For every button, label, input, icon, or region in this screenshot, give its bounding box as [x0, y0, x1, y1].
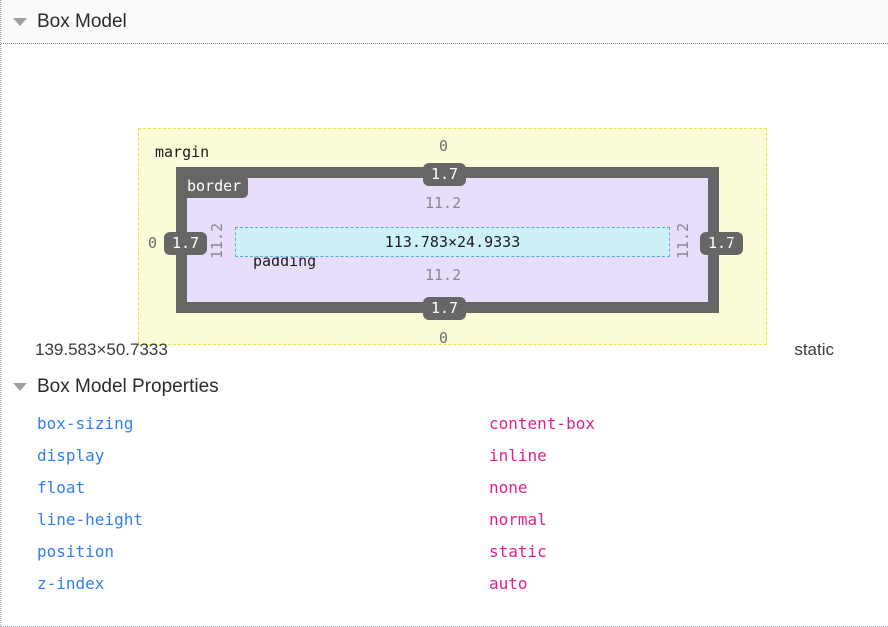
property-value[interactable]: auto [489, 573, 528, 593]
triangle-down-icon[interactable] [13, 383, 27, 391]
property-name: line-height [37, 509, 143, 529]
margin-top-value[interactable]: 0 [439, 137, 449, 155]
border-right-value[interactable]: 1.7 [700, 232, 744, 255]
margin-bottom-value[interactable]: 0 [439, 329, 449, 347]
border-left-value[interactable]: 1.7 [164, 232, 208, 255]
element-position-label: static [794, 340, 834, 359]
margin-layer-label: margin [155, 143, 210, 161]
property-value[interactable]: none [489, 477, 528, 497]
content-region[interactable]: 113.783×24.9333 [235, 227, 670, 257]
box-model-diagram: margin padding 113.783×24.9333 border 0 … [1, 44, 888, 347]
properties-list: box-sizing content-box display inline fl… [1, 403, 888, 599]
properties-section-title: Box Model Properties [37, 376, 219, 397]
triangle-down-icon[interactable] [13, 17, 27, 26]
property-name: box-sizing [37, 413, 134, 433]
padding-top-value[interactable]: 11.2 [425, 194, 462, 212]
table-row[interactable]: box-sizing content-box [1, 407, 888, 439]
box-model-section-header[interactable]: Box Model [1, 0, 888, 44]
property-name: display [37, 445, 105, 465]
border-region[interactable]: padding 113.783×24.9333 [176, 167, 719, 313]
table-row[interactable]: float none [1, 471, 888, 503]
property-value[interactable]: inline [489, 445, 547, 465]
dimensions-summary-row: 139.583×50.7333 static [1, 329, 888, 371]
property-name: position [37, 541, 115, 561]
property-value[interactable]: content-box [489, 413, 595, 433]
padding-left-value[interactable]: 11.2 [208, 222, 226, 259]
margin-right-value[interactable]: 0 [731, 234, 741, 252]
property-value[interactable]: normal [489, 509, 547, 529]
property-value[interactable]: static [489, 541, 547, 561]
table-row[interactable]: display inline [1, 439, 888, 471]
property-name: float [37, 477, 86, 497]
property-name: z-index [37, 573, 105, 593]
margin-left-value[interactable]: 0 [148, 234, 158, 252]
page-title: Box Model [37, 10, 127, 32]
table-row[interactable]: line-height normal [1, 503, 888, 535]
padding-bottom-value[interactable]: 11.2 [425, 266, 462, 284]
table-row[interactable]: z-index auto [1, 567, 888, 599]
element-size-label: 139.583×50.7333 [35, 340, 168, 359]
content-size-label: 113.783×24.9333 [384, 233, 521, 251]
border-top-value[interactable]: 1.7 [423, 163, 467, 186]
border-bottom-value[interactable]: 1.7 [423, 297, 467, 320]
box-model-properties-header[interactable]: Box Model Properties [1, 371, 888, 403]
table-row[interactable]: position static [1, 535, 888, 567]
border-layer-label: border [180, 175, 249, 198]
padding-right-value[interactable]: 11.2 [674, 222, 692, 259]
